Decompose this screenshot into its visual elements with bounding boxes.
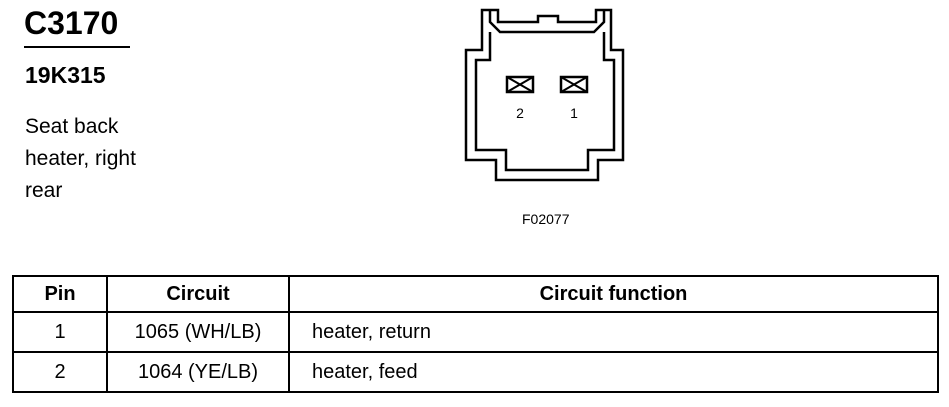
terminal-cavity-1 <box>559 75 589 94</box>
pinout-table: Pin Circuit Circuit function 1 1065 (WH/… <box>12 275 939 393</box>
connector-description: Seat back heater, right rear <box>25 115 136 202</box>
connector-face-diagram: 2 1 <box>464 8 625 182</box>
cell-pin: 2 <box>12 351 108 393</box>
pin-label-2: 2 <box>516 105 524 121</box>
table-row: 2 1064 (YE/LB) heater, feed <box>12 351 939 393</box>
figure-code: F02077 <box>522 211 570 227</box>
terminal-cavity-2 <box>505 75 535 94</box>
cell-circuit: 1064 (YE/LB) <box>106 351 290 393</box>
cell-circuit-function: heater, return <box>288 311 939 353</box>
pin-label-1: 1 <box>570 105 578 121</box>
table-header-row: Pin Circuit Circuit function <box>12 275 939 313</box>
connector-id: C3170 <box>24 5 119 41</box>
header-pin: Pin <box>12 275 108 313</box>
table-row: 1 1065 (WH/LB) heater, return <box>12 311 939 353</box>
cell-circuit-function: heater, feed <box>288 351 939 393</box>
part-number: 19K315 <box>25 62 106 88</box>
connector-outer-outline <box>464 8 625 182</box>
cell-pin: 1 <box>12 311 108 353</box>
header-circuit-function: Circuit function <box>288 275 939 313</box>
cell-circuit: 1065 (WH/LB) <box>106 311 290 353</box>
header-circuit: Circuit <box>106 275 290 313</box>
title-underline <box>24 46 130 48</box>
connector-inner-outline <box>474 10 616 172</box>
